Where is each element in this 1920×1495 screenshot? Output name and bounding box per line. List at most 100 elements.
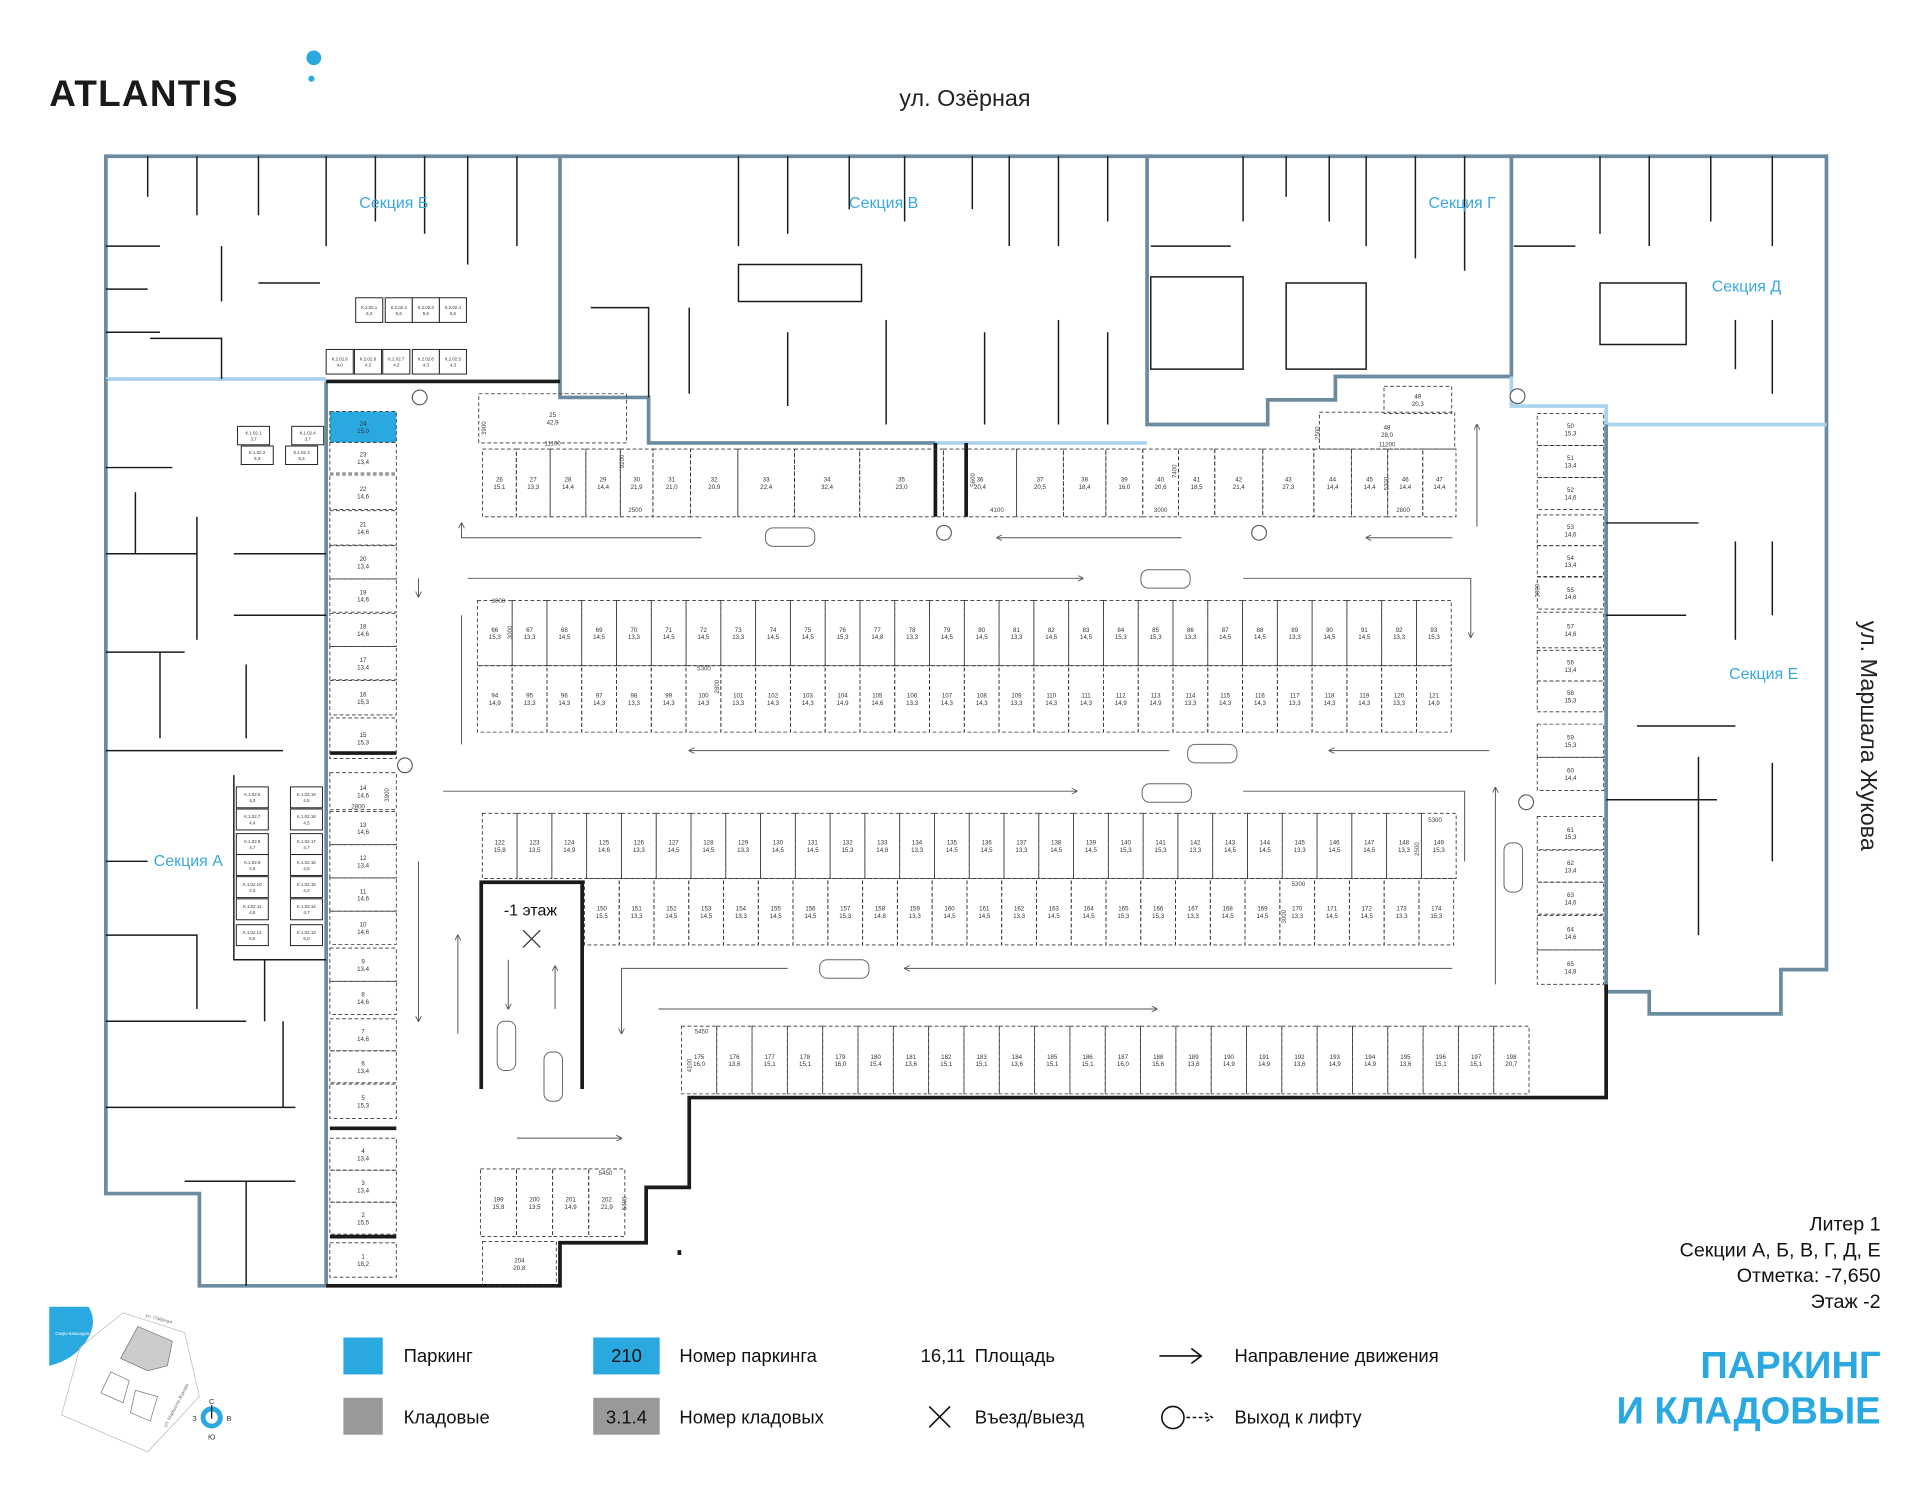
- storage-unit[interactable]: К.1.02.184,5: [289, 808, 323, 831]
- parking-spot[interactable]: 814,6: [329, 980, 397, 1015]
- storage-unit[interactable]: К.1.02.35,3: [285, 445, 319, 465]
- storage-unit[interactable]: К.2.02.54,3: [438, 348, 467, 375]
- storage-unit[interactable]: К.1.02.154,2: [289, 876, 323, 899]
- storage-unit[interactable]: К.2.02.45,6: [438, 297, 467, 323]
- storage-unit[interactable]: К.2.02.74,3: [382, 348, 411, 375]
- storage-unit[interactable]: К.1.02.144,7: [289, 898, 323, 921]
- storage-unit[interactable]: К.1.02.74,4: [235, 808, 269, 831]
- parking-spot[interactable]: 313,4: [329, 1169, 397, 1203]
- storage-unit[interactable]: К.1.02.194,5: [289, 786, 323, 809]
- storage-unit[interactable]: К.1.02.25,3: [240, 445, 274, 465]
- parking-spot[interactable]: 118,2: [329, 1242, 397, 1278]
- storage-unit[interactable]: К.1.02.114,5: [235, 898, 269, 921]
- storage-unit[interactable]: К.2.02.16,2: [355, 297, 384, 323]
